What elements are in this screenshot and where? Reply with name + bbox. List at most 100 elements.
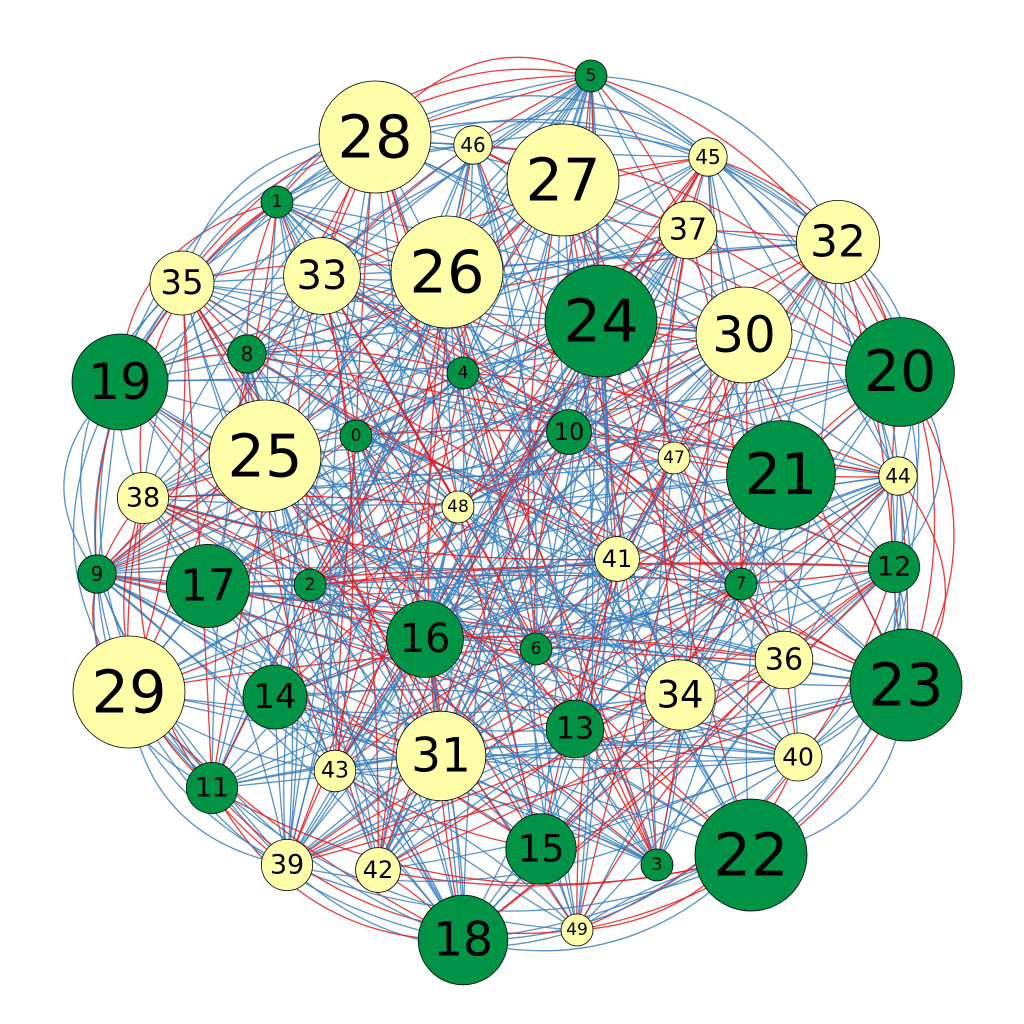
edge-blue [472,107,709,158]
node-circle [313,749,357,793]
node-33[interactable]: 33 [283,237,361,315]
node-49[interactable]: 49 [560,913,594,947]
edge-blue [128,334,745,693]
edge-red [321,156,709,277]
edge-blue [457,506,752,856]
node-44[interactable]: 44 [878,456,918,496]
node-circle [544,264,658,378]
node-39[interactable]: 39 [260,839,313,892]
node-12[interactable]: 12 [868,541,921,594]
edge-blue [207,585,464,941]
edge-red [377,320,602,871]
edge-red [446,271,658,866]
node-14[interactable]: 14 [242,664,308,730]
edge-blue [128,691,681,714]
node-label: 21 [745,442,818,508]
node-3[interactable]: 3 [640,848,674,882]
node-circle [644,659,716,731]
edge-blue [374,120,839,243]
node-37[interactable]: 37 [658,200,718,260]
node-13[interactable]: 13 [545,699,605,759]
node-26[interactable]: 26 [390,215,504,329]
node-6[interactable]: 6 [519,632,553,666]
node-circle [724,567,758,601]
edge-red [142,497,799,758]
node-2[interactable]: 2 [293,568,327,602]
node-34[interactable]: 34 [644,659,716,731]
node-10[interactable]: 10 [546,409,592,455]
node-24[interactable]: 24 [544,264,658,378]
edge-red [462,566,895,941]
node-1[interactable]: 1 [260,185,294,219]
node-21[interactable]: 21 [726,420,836,530]
edge-blue [535,566,895,650]
node-label: 38 [126,483,160,514]
node-47[interactable]: 47 [657,441,691,475]
edge-red [656,156,713,866]
node-29[interactable]: 29 [72,635,186,749]
edge-blue [96,573,658,866]
node-32[interactable]: 32 [796,199,881,284]
node-label: 42 [363,856,394,884]
node-36[interactable]: 36 [754,630,814,690]
edge-blue [181,282,459,508]
node-43[interactable]: 43 [313,749,357,793]
node-label: 47 [663,448,685,468]
node-18[interactable]: 18 [417,894,509,986]
node-circle [149,250,215,316]
node-41[interactable]: 41 [594,536,640,582]
node-circle [695,286,793,384]
node-9[interactable]: 9 [77,554,117,594]
node-25[interactable]: 25 [208,399,322,513]
edge-blue [743,334,799,758]
node-22[interactable]: 22 [694,798,808,912]
node-circle [796,199,881,284]
node-48[interactable]: 48 [441,490,475,524]
edge-blue [321,275,426,640]
edge-red [207,585,785,661]
node-17[interactable]: 17 [165,544,250,629]
node-45[interactable]: 45 [688,137,728,177]
node-5[interactable]: 5 [574,59,608,93]
edge-red [377,659,785,871]
node-4[interactable]: 4 [446,356,480,390]
node-0[interactable]: 0 [339,419,373,453]
node-42[interactable]: 42 [355,847,401,893]
node-label: 26 [409,238,484,307]
node-circle [657,441,691,475]
edge-blue [540,475,899,850]
node-circle [754,630,814,690]
node-circle [208,399,322,513]
node-27[interactable]: 27 [506,123,620,237]
node-11[interactable]: 11 [185,762,238,815]
node-7[interactable]: 7 [724,567,758,601]
node-circle [355,847,401,893]
node-label: 8 [241,342,254,366]
node-circle [318,80,432,194]
node-30[interactable]: 30 [695,286,793,384]
node-15[interactable]: 15 [505,813,577,885]
node-label: 28 [337,103,412,172]
node-31[interactable]: 31 [395,710,487,802]
node-19[interactable]: 19 [71,333,169,431]
node-circle [72,635,186,749]
edge-blue [355,435,895,568]
node-16[interactable]: 16 [386,600,464,678]
node-23[interactable]: 23 [849,628,963,742]
node-46[interactable]: 46 [453,125,493,165]
node-40[interactable]: 40 [773,732,823,782]
edge-blue [321,275,799,758]
edge-red [309,144,474,586]
node-8[interactable]: 8 [227,334,267,374]
node-35[interactable]: 35 [149,250,215,316]
node-circle [694,798,808,912]
node-38[interactable]: 38 [117,471,170,524]
node-circle [506,123,620,237]
edge-blue [181,282,464,374]
node-label: 41 [602,545,633,573]
node-label: 18 [433,913,493,968]
edge-blue [424,566,895,640]
node-20[interactable]: 20 [845,317,955,427]
node-28[interactable]: 28 [318,80,432,194]
